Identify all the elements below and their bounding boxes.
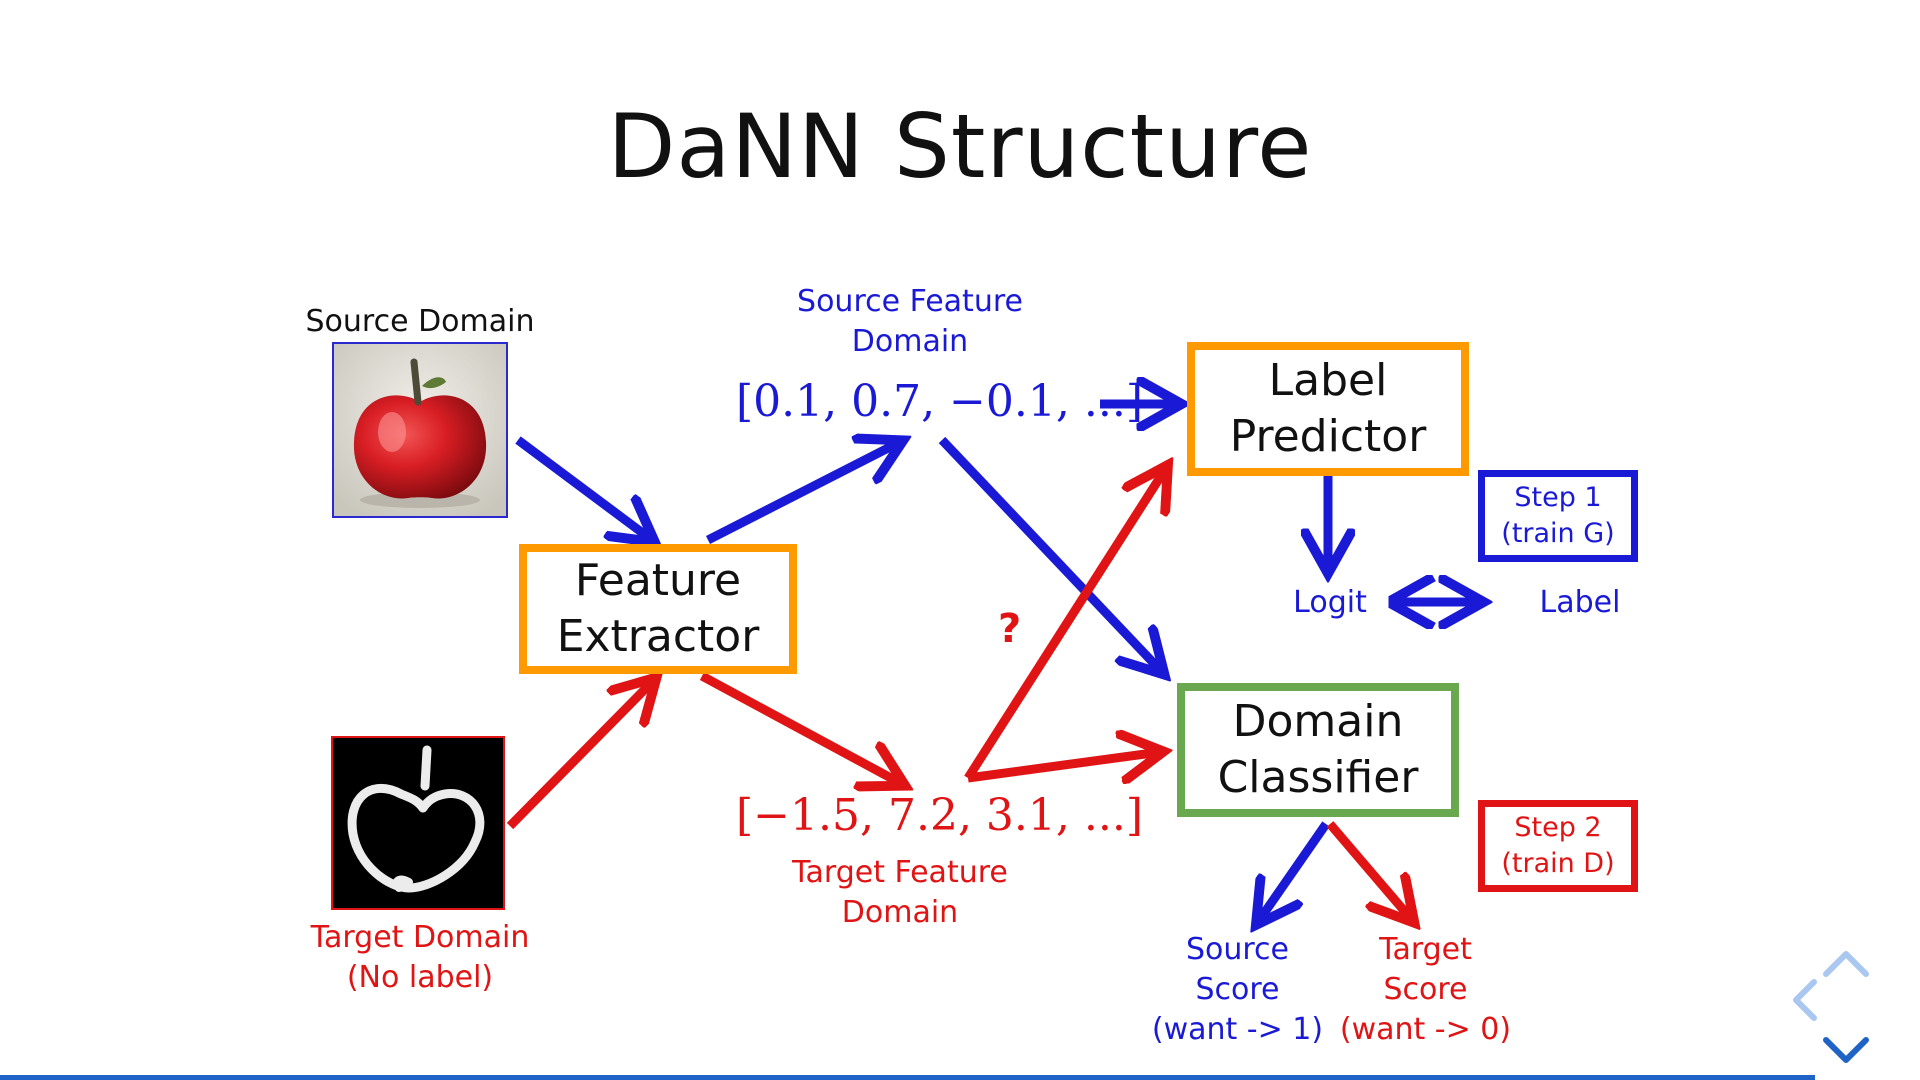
target-feature-label-line2: Domain [841, 895, 959, 930]
source-score-line3: (want -> 1) [1151, 1012, 1324, 1047]
progress-bar [0, 1075, 1815, 1080]
feature-extractor-line1: Feature [574, 555, 742, 606]
target-score-line1: Target [1379, 932, 1472, 967]
step1-line1: Step 1 [1514, 482, 1602, 513]
target-apple-image [331, 736, 505, 910]
arrow-target-feature-to-label-predictor [964, 468, 1166, 781]
arrow-target-feature-to-domain-classifier [967, 752, 1160, 778]
source-apple-image [332, 342, 508, 518]
source-feature-label-line2: Domain [851, 324, 969, 359]
page-title: DaNN Structure [607, 95, 1313, 198]
arrow-domain-classifier-to-target-score [1326, 821, 1412, 920]
target-feature-vector: [−1.5, 7.2, 3.1, ...] [736, 790, 1143, 841]
step2-line1: Step 2 [1514, 812, 1602, 843]
chevron-up-icon[interactable] [1823, 951, 1869, 977]
arrow-source-image-to-extractor [515, 436, 652, 540]
target-score-label: Target Score (want -> 0) [1328, 930, 1523, 1050]
domain-classifier-line1: Domain [1232, 696, 1404, 747]
source-score-line2: Score [1195, 972, 1280, 1007]
step2-line2: (train D) [1501, 848, 1615, 879]
arrow-extractor-to-source-feature [705, 442, 900, 545]
step2-box: Step 2 (train D) [1478, 800, 1638, 892]
domain-classifier-box: Domain Classifier [1177, 683, 1459, 817]
target-domain-label-line2: (No label) [346, 960, 494, 995]
source-domain-label: Source Domain [305, 304, 535, 339]
step1-box: Step 1 (train G) [1478, 470, 1638, 562]
source-score-label: Source Score (want -> 1) [1140, 930, 1335, 1050]
source-feature-vector: [0.1, 0.7, −0.1, ...] [736, 376, 1143, 427]
label-predictor-box: Label Predictor [1187, 342, 1469, 476]
source-score-line1: Source [1185, 932, 1290, 967]
label-text: Label [1539, 585, 1621, 620]
chevron-down-icon[interactable] [1823, 1037, 1869, 1063]
feature-extractor-box: Feature Extractor [519, 544, 797, 674]
feature-extractor-line2: Extractor [556, 611, 760, 662]
label-predictor-line1: Label [1268, 355, 1388, 406]
target-feature-label: Target Feature Domain [750, 853, 1050, 933]
arrow-domain-classifier-to-source-score [1258, 821, 1330, 922]
target-score-line3: (want -> 0) [1339, 1012, 1512, 1047]
step1-line2: (train G) [1501, 518, 1615, 549]
question-mark: ? [998, 606, 1022, 652]
target-domain-label-line1: Target Domain [310, 920, 530, 955]
slide-navigation [1793, 951, 1869, 1063]
label-predictor-line2: Predictor [1229, 411, 1427, 462]
logit-label: Logit [1293, 585, 1367, 620]
domain-classifier-line2: Classifier [1217, 752, 1419, 803]
target-score-line2: Score [1383, 972, 1468, 1007]
arrow-target-image-to-extractor [506, 680, 654, 830]
arrow-source-feature-to-domain-classifier [938, 436, 1162, 672]
arrow-extractor-to-target-feature [699, 672, 902, 784]
source-feature-label: Source Feature Domain [760, 282, 1060, 362]
chevron-left-icon[interactable] [1793, 979, 1817, 1021]
target-feature-label-line1: Target Feature [792, 855, 1008, 890]
source-feature-label-line1: Source Feature [797, 284, 1023, 319]
target-domain-label: Target Domain (No label) [290, 918, 550, 998]
